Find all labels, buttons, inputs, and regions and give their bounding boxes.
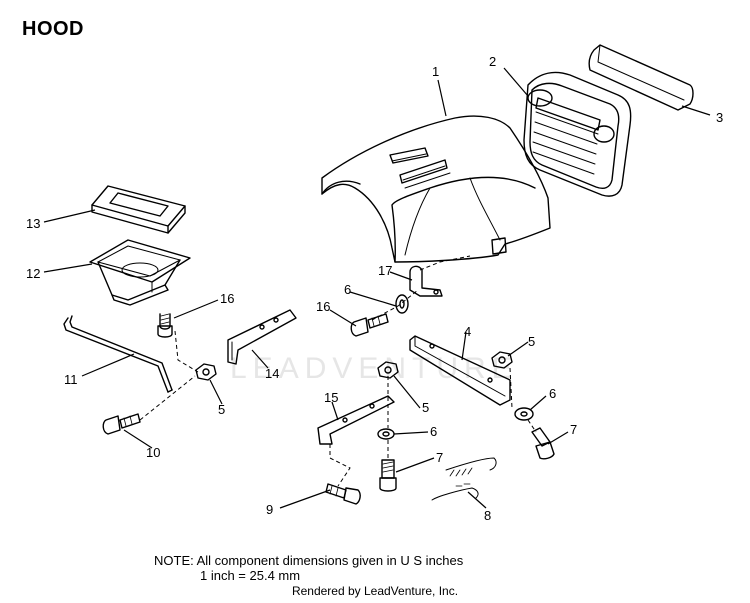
part-grille [523,71,632,197]
leader-6c [393,431,429,435]
leader-12 [43,263,93,273]
part-washer-6-center [377,428,395,440]
callout-7a: 7 [436,450,443,465]
part-nut-5-center [377,361,399,379]
part-support-rod [63,315,173,393]
callout-15: 15 [324,390,338,405]
part-cable-ties [431,457,497,501]
leader-5c [393,375,421,409]
leader-17 [389,271,413,281]
callout-10: 10 [146,445,160,460]
note-line-1: NOTE: All component dimensions given in … [154,553,464,568]
part-washer-6-right [514,407,534,421]
callout-17: 17 [378,263,392,278]
callout-1: 1 [432,64,439,79]
part-clip [409,265,443,297]
part-nameplate [588,44,694,111]
callout-14: 14 [265,366,279,381]
callout-16a: 16 [220,291,234,306]
part-bolt-16-left [157,313,173,338]
part-bracket-lower [317,395,395,445]
leader-3 [681,105,711,116]
part-washer-6-top [395,294,409,314]
leader-7b [395,457,435,473]
callout-11: 11 [64,372,78,387]
part-hood-shell [321,115,551,263]
callout-7b: 7 [570,422,577,437]
callout-5c: 5 [528,334,535,349]
callout-5b: 5 [422,400,429,415]
diagram-title: HOOD [22,18,84,40]
leader-2 [503,67,529,97]
callout-12: 12 [26,266,40,281]
part-bolt-10 [102,413,141,435]
leader-4 [461,331,467,361]
leader-16a [173,299,219,319]
part-nut-5-left [195,363,217,381]
watermark: LEADVENTURE [230,352,518,385]
part-bolt-7-right [531,427,555,460]
leader-14 [251,349,269,369]
part-tray [89,239,191,306]
leader-6a [349,291,397,307]
leader-1 [437,79,447,117]
leader-13 [43,209,96,223]
part-bolt-9 [325,483,361,505]
callout-3: 3 [716,110,723,125]
callout-4: 4 [464,324,471,339]
callout-16b: 16 [316,299,330,314]
part-bolt-7-center [379,459,397,492]
part-bracket-left [227,309,297,365]
note-line-2: 1 inch = 25.4 mm [200,568,301,583]
leader-7a [547,431,569,445]
callout-8: 8 [484,508,491,523]
callout-6c: 6 [549,386,556,401]
part-bracket-right [409,335,511,406]
leader-6b [529,395,547,411]
dimension-note: NOTE: All component dimensions given in … [154,553,463,583]
callout-5a: 5 [218,402,225,417]
leader-5b [507,341,529,357]
leader-8 [467,491,487,509]
leader-15 [331,401,339,421]
leader-11 [81,353,135,377]
leader-16b [329,309,357,327]
part-bolt-16-right [350,313,389,337]
callout-2: 2 [489,54,496,69]
part-frame [91,185,186,234]
callout-6b: 6 [430,424,437,439]
render-credit: Rendered by LeadVenture, Inc. [291,584,459,598]
callout-13: 13 [26,216,40,231]
part-nut-5-right [491,351,513,369]
leader-10 [123,429,153,449]
callout-6a: 6 [344,282,351,297]
leader-9 [279,489,331,509]
callout-9: 9 [266,502,273,517]
leader-5a [209,379,223,405]
